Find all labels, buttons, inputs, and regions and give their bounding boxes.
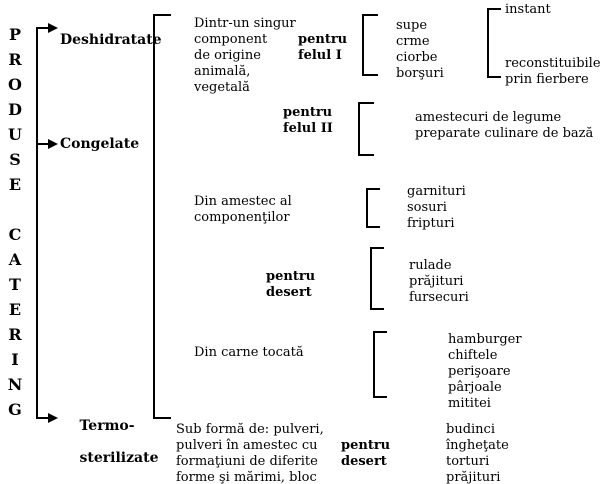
item: preparate culinare de bază [415, 126, 594, 141]
item: garnituri [407, 184, 466, 199]
root-letter: I [11, 350, 19, 369]
desc-line: formaţiuni de diferite [176, 454, 318, 469]
group-5-bracket [373, 331, 387, 398]
category-label-termosterilizate: Termo- sterilizate [60, 402, 159, 482]
category-label-line1: Termo- [79, 418, 135, 434]
root-letter: S [9, 150, 21, 169]
root-letter: U [8, 125, 22, 144]
desc-line: Sub formă de: pulveri, [176, 422, 324, 437]
category-label-deshidratate: Deshidratate [60, 32, 162, 48]
connector-congelate [36, 143, 50, 145]
connector-termosterilizate [36, 417, 50, 419]
course-line: felul I [298, 48, 342, 63]
item: crme [396, 34, 430, 49]
level1-spine [36, 27, 38, 419]
subitem-line: reconstituibile [505, 56, 601, 71]
item: torturi [446, 454, 490, 469]
root-letter: N [7, 375, 23, 394]
item: fursecuri [409, 290, 469, 305]
root-letter: R [8, 325, 22, 344]
item: sosuri [407, 200, 447, 215]
group-1-subitems-bracket [487, 8, 501, 78]
item: amestecuri de legume [415, 110, 562, 125]
item: hamburger [448, 332, 522, 347]
item: rulade [409, 258, 452, 273]
connector-deshidratate [36, 27, 50, 29]
desc-line: animală, [194, 64, 251, 79]
group-1-subitem-instant: instant [505, 2, 551, 17]
root-letter: E [8, 300, 22, 319]
item: îngheţate [446, 438, 509, 453]
course-line: desert [341, 454, 387, 469]
root-letter: A [8, 250, 22, 269]
item: chiftele [448, 348, 498, 363]
desc-line: Din amestec al [194, 194, 292, 209]
desc-line: de origine [194, 48, 261, 63]
root-letter: E [8, 175, 22, 194]
item: ciorbe [396, 50, 438, 65]
category-label-congelate: Congelate [60, 136, 140, 152]
group-4-bracket [370, 247, 384, 310]
course-line: pentru [283, 105, 333, 120]
course-line: felul II [283, 121, 333, 136]
course-line: pentru [298, 32, 348, 47]
item: fripturi [407, 216, 455, 231]
desc-line: component [194, 32, 268, 47]
root-letter: C [8, 225, 22, 244]
root-letter: G [8, 400, 22, 419]
desc-line: Dintr-un singur [194, 16, 296, 31]
item: prăjituri [446, 470, 501, 484]
item: prăjituri [409, 274, 464, 289]
root-letter: O [8, 75, 22, 94]
arrowhead-congelate [48, 139, 58, 149]
root-letter: D [8, 100, 22, 119]
arrowhead-deshidratate [48, 23, 58, 33]
course-line: desert [266, 285, 312, 300]
category-label-line2: sterilizate [79, 450, 159, 466]
group-5-description: Din carne tocată [194, 345, 304, 360]
main-group-bracket [153, 14, 171, 419]
group-3-bracket [366, 188, 380, 228]
item: budinci [446, 422, 495, 437]
item: supe [396, 18, 428, 33]
desc-line: vegetală [194, 80, 250, 95]
item: borşuri [396, 66, 444, 81]
group-6-description: Sub formă de: pulveri,pulveri în amestec… [176, 422, 324, 484]
course-line: pentru [341, 438, 391, 453]
desc-line: pulveri în amestec cu [176, 438, 318, 453]
item: perişoare [448, 364, 511, 379]
root-letter: P [8, 25, 22, 44]
root-label-catering: C A T E R I N G [4, 222, 26, 422]
subitem-line: prin fierbere [505, 72, 589, 87]
group-2-bracket [358, 102, 374, 156]
root-letter: R [8, 50, 22, 69]
group-1-bracket [362, 14, 378, 76]
item: mititei [448, 396, 491, 411]
desc-line: forme şi mărimi, bloc [176, 470, 317, 484]
desc-line: componenţilor [194, 210, 290, 225]
course-line: pentru [266, 269, 316, 284]
root-label-produse: P R O D U S E [4, 22, 26, 197]
arrowhead-termosterilizate [48, 413, 58, 423]
root-letter: T [9, 275, 21, 294]
item: pârjoale [448, 380, 502, 395]
